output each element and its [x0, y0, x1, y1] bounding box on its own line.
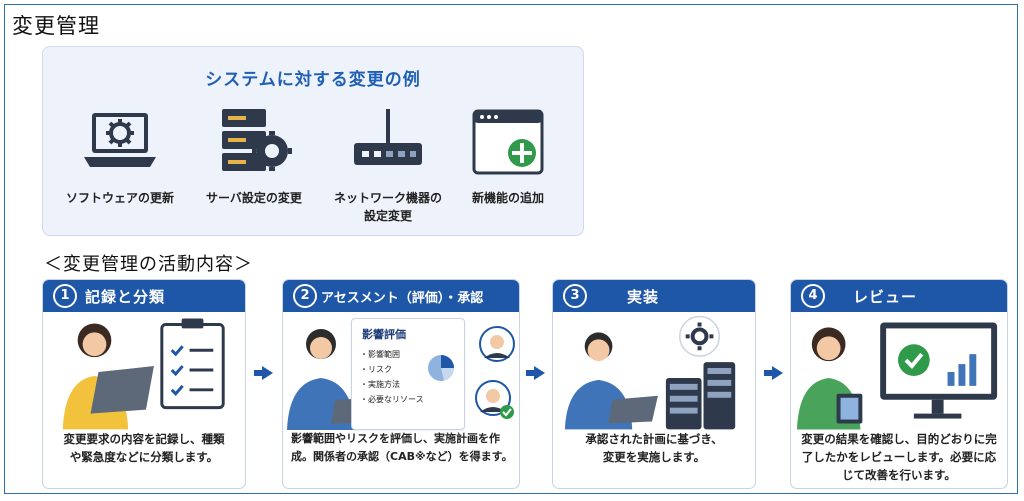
assessment-list-item: ・実施方法 — [360, 380, 400, 389]
step-number: 3 — [563, 284, 587, 308]
step-number: 1 — [53, 284, 77, 308]
step-card-3: 3 実装 承認された計画に基づき、変更を実施します。 — [552, 279, 756, 489]
implementation-illustration — [564, 315, 736, 430]
example-item-software: ソフトウェアの更新 — [55, 105, 185, 225]
assessment-list-item: ・必要なリソース — [360, 395, 424, 404]
assessment-list-item: ・リスク — [360, 365, 392, 374]
activities-heading: ＜変更管理の活動内容＞ — [44, 254, 253, 275]
example-label: 新機能の追加 — [471, 191, 544, 205]
step-title: 実装 — [627, 288, 660, 306]
assessment-list: ・影響範囲 ・リスク ・実施方法 ・必要なリソース — [360, 347, 424, 407]
example-item-server: サーバ設定の変更 — [189, 105, 319, 225]
example-label: ネットワーク機器の設定変更 — [333, 191, 442, 223]
arrow-stem — [764, 370, 772, 376]
assessment-list-item: ・影響範囲 — [360, 350, 400, 359]
pie-chart-icon — [428, 355, 454, 381]
arrow-right-icon — [772, 366, 783, 380]
example-item-feature: 新機能の追加 — [443, 105, 573, 225]
step-card-4: 4 レビュー 変更の結果を確認し、目的どおりに完了したかをレビューします。必要に… — [790, 279, 1008, 489]
assessment-illustration: 影響評価 ・影響範囲 ・リスク ・実施方法 ・必要なリソース — [283, 314, 519, 430]
step-description: 承認された計画に基づき、変更を実施します。 — [585, 432, 723, 464]
step-number: 2 — [293, 284, 317, 308]
step-description: 影響範囲やリスクを評価し、実施計画を作成。関係者の承認（CAB※など）を得ます。 — [291, 432, 513, 463]
person-laptop-illustration — [62, 318, 225, 430]
arrow-stem — [526, 370, 534, 376]
step-header: 2 アセスメント（評価）・承認 — [283, 280, 519, 312]
window-add-icon — [472, 109, 544, 175]
step-card-1: 1 記録と分類 変更要求の内容を記録し、種類や緊急度などに分類します。 — [42, 279, 246, 489]
example-item-network: ネットワーク機器の設定変更 — [323, 105, 453, 225]
assessment-card: 影響評価 ・影響範囲 ・リスク ・実施方法 ・必要なリソース — [351, 318, 465, 430]
page-title: 変更管理 — [12, 14, 100, 38]
example-label: ソフトウェアの更新 — [65, 191, 174, 205]
step-card-2: 2 アセスメント（評価）・承認 影響評価 ・影響範囲 ・リスク ・実施方法 ・必… — [282, 279, 520, 489]
laptop-gear-icon — [84, 113, 156, 167]
step-description: 変更要求の内容を記録し、種類や緊急度などに分類します。 — [63, 432, 225, 464]
example-label: サーバ設定の変更 — [206, 191, 302, 205]
step-title: 記録と分類 — [85, 288, 166, 306]
step-header: 3 実装 — [553, 280, 755, 312]
step-title: アセスメント（評価）・承認 — [321, 291, 484, 306]
step-header: 4 レビュー — [791, 280, 1007, 312]
arrow-stem — [254, 370, 262, 376]
server-gear-icon — [222, 109, 292, 171]
step-number: 4 — [801, 284, 825, 308]
arrow-right-icon — [534, 366, 545, 380]
step-title: レビュー — [853, 288, 918, 306]
examples-panel: システムに対する変更の例 ソフトウェアの更新 — [42, 46, 584, 236]
review-illustration — [796, 322, 998, 430]
assessment-people-icon — [287, 326, 515, 430]
step-header: 1 記録と分類 — [43, 280, 245, 312]
arrow-right-icon — [262, 366, 273, 380]
assessment-card-title: 影響評価 — [362, 328, 406, 341]
step-description: 変更の結果を確認し、目的どおりに完了したかをレビューします。必要に応じて改善を行… — [801, 432, 997, 482]
examples-title: システムに対する変更の例 — [205, 70, 421, 90]
router-icon — [354, 109, 422, 165]
